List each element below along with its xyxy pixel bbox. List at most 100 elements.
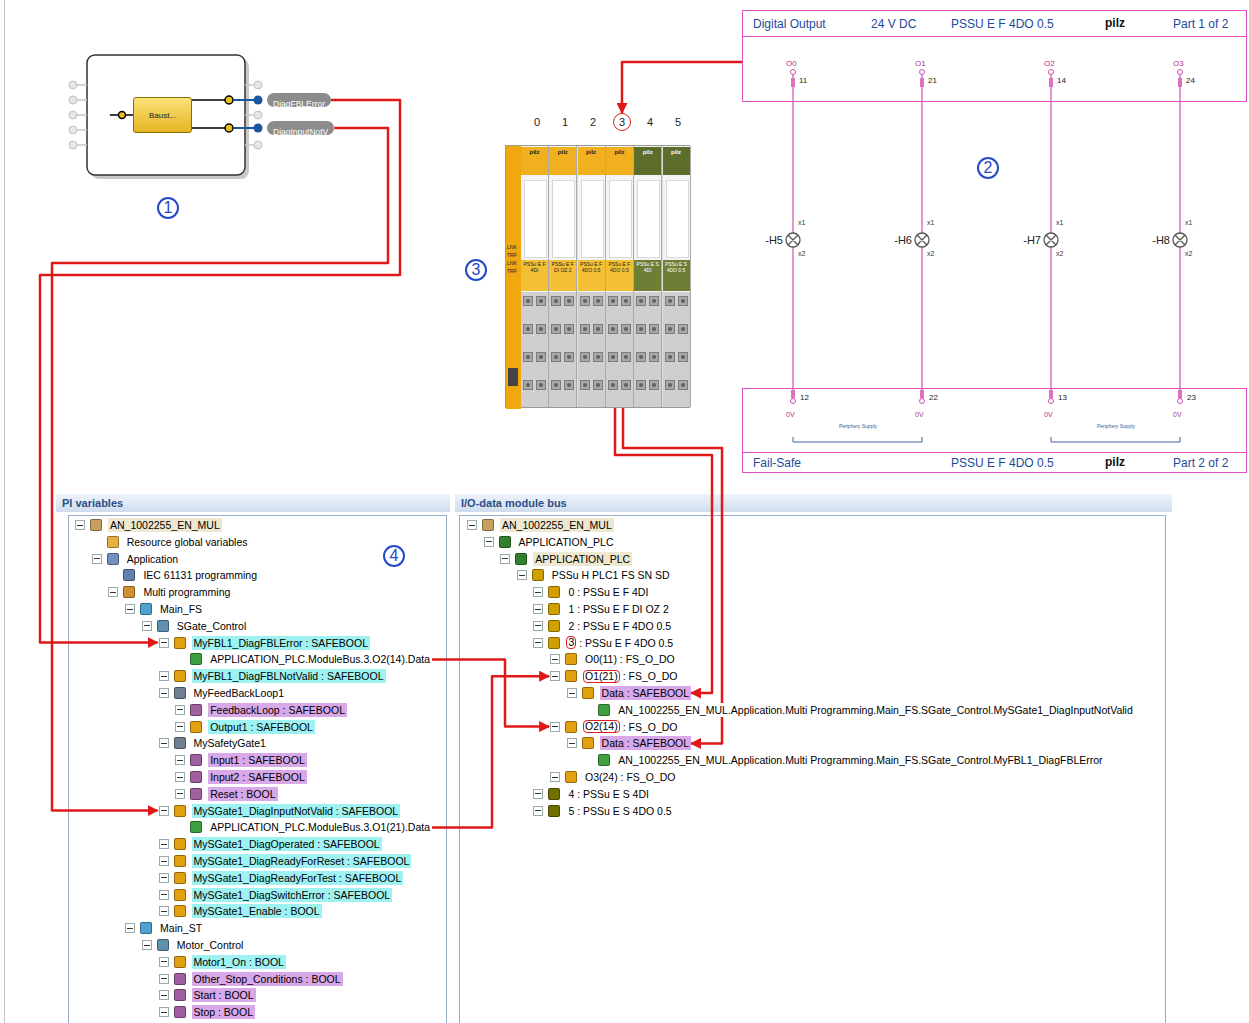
- tree-label: AN_1002255_EN_MUL.Application.Multi Prog…: [616, 753, 1104, 767]
- tree-expander: [174, 719, 186, 735]
- tree-item: Input2 : SAFEBOOL: [174, 769, 307, 785]
- terminal-socket: [551, 380, 561, 390]
- title-divider: [743, 452, 1246, 453]
- tree-label: MySGate1_DiagReadyForReset : SAFEBOOL: [192, 854, 412, 868]
- tree-item: Reset : BOOL: [174, 786, 277, 802]
- tree-expander-minus: [77, 525, 83, 526]
- tree-item: O2(14): FS_O_DO: [549, 719, 680, 735]
- tree-panel: PI variablesAN_1002255_EN_MULResource gl…: [56, 494, 450, 1023]
- lamp-pin: x2: [927, 250, 934, 257]
- terminal-hole: [583, 383, 587, 387]
- terminal-socket: [564, 352, 574, 362]
- bus-led-label: LNK: [507, 244, 517, 250]
- tree-label: MySGate1_DiagInputNotValid : SAFEBOOL: [192, 804, 401, 818]
- terminal-number: 23: [1187, 393, 1196, 402]
- tree-icon: [140, 922, 152, 934]
- tree-indent: [174, 819, 186, 835]
- tree-expander: [158, 853, 170, 869]
- terminal-socket: [678, 296, 688, 306]
- terminal-hole: [624, 327, 628, 331]
- supply-note: Periphery Supply: [1096, 424, 1136, 430]
- terminal-number: 21: [928, 76, 937, 85]
- tree-item: MySGate1_DiagReadyForTest : SAFEBOOL: [158, 870, 404, 886]
- tree-label: MySGate1_DiagSwitchError : SAFEBOOL: [192, 888, 393, 902]
- tree-item: Resource global variables: [91, 534, 250, 550]
- bus-led-label: TRF: [507, 268, 517, 274]
- tree-expander-minus: [535, 810, 541, 811]
- tree-item: 3: PSSu E F 4DO 0.5: [532, 635, 675, 651]
- tree-label: Resource global variables: [125, 535, 250, 549]
- terminal-hole: [639, 355, 643, 359]
- tree-expander-box: [125, 923, 135, 933]
- tree-item: AN_1002255_EN_MUL: [466, 517, 614, 533]
- terminal-hole: [668, 383, 672, 387]
- terminal-hole: [652, 383, 656, 387]
- terminal-hole: [652, 355, 656, 359]
- terminal-socket: [551, 324, 561, 334]
- tree-expander: [158, 887, 170, 903]
- block-pin: [119, 96, 234, 132]
- tree-icon: [174, 687, 186, 699]
- tree-expander-minus: [161, 894, 167, 895]
- module-rack: LNKTRFLNKTRFpilzPSSu E F 4DIpilzPSSu E F…: [505, 145, 690, 408]
- tree-expander-minus: [469, 525, 475, 526]
- tree-expander-minus: [144, 625, 150, 626]
- panel-title: I/O-data module bus: [461, 497, 567, 509]
- tree-icon: [123, 569, 135, 581]
- tree-label: 5 : PSSu E S 4DO 0.5: [566, 804, 673, 818]
- terminal-mark: [1178, 390, 1182, 398]
- tree-icon: [548, 637, 560, 649]
- tree-icon: [174, 973, 186, 985]
- terminal-socket: [564, 324, 574, 334]
- slot-number: 1: [562, 116, 568, 128]
- terminal-hole: [596, 299, 600, 303]
- pin-dot: [254, 141, 262, 149]
- tree-label: PSSu H PLC1 FS SN SD: [550, 568, 672, 582]
- tree-icon: [482, 519, 494, 531]
- module-type: PSSu E S 4DI: [635, 262, 660, 274]
- tree-panel: I/O-data module busAN_1002255_EN_MULAPPL…: [455, 494, 1172, 1023]
- terminal-mark: [1049, 390, 1053, 398]
- terminal-hole: [624, 355, 628, 359]
- maker-logo: pilz: [606, 149, 633, 155]
- tree-expander-box: [467, 520, 477, 530]
- terminal-socket: [593, 380, 603, 390]
- maker-logo: pilz: [1105, 16, 1125, 30]
- tree-icon: [157, 620, 169, 632]
- slot-number: 0: [534, 116, 540, 128]
- tree-label: Input2 : SAFEBOOL: [208, 770, 307, 784]
- tree-expander-box: [159, 974, 169, 984]
- terminal-socket: [649, 296, 659, 306]
- terminal-socket: [649, 380, 659, 390]
- tree-item: AN_1002255_EN_MUL.Application.Multi Prog…: [582, 752, 1104, 768]
- function-block-housing: [87, 55, 249, 179]
- tree-icon: [548, 620, 560, 632]
- tree-item: 5 : PSSu E S 4DO 0.5: [532, 803, 673, 819]
- tree-label: O3(24) : FS_O_DO: [583, 770, 677, 784]
- terminal-hole: [681, 355, 685, 359]
- tree-expander-box: [142, 621, 152, 631]
- tree-item: APPLICATION_PLC.ModuleBus.3.O1(21).Data: [174, 819, 432, 835]
- terminal-point: [791, 70, 1183, 404]
- terminal-block: [663, 292, 690, 407]
- terminal-hole: [583, 299, 587, 303]
- tree-expander-minus: [535, 793, 541, 794]
- pin-stub: [77, 85, 254, 145]
- tree-expander-box: [159, 671, 169, 681]
- tree-expander: [141, 937, 153, 953]
- terminal-socket: [608, 296, 618, 306]
- tree-expander: [158, 803, 170, 819]
- tree-expander-minus: [535, 642, 541, 643]
- tree-icon: [174, 670, 186, 682]
- terminal-block: [521, 292, 548, 407]
- device-tag: -H7: [1023, 234, 1041, 246]
- terminal-hole: [567, 299, 571, 303]
- tree-icon: [190, 771, 202, 783]
- io-module: pilzPSSu E F 4DI: [521, 146, 549, 407]
- terminal-number: 24: [1186, 76, 1195, 85]
- tree-icon: [190, 704, 202, 716]
- device-tag: -H5: [765, 234, 783, 246]
- label-window: [666, 180, 689, 258]
- terminal-socket: [564, 380, 574, 390]
- output-dot: [254, 96, 263, 133]
